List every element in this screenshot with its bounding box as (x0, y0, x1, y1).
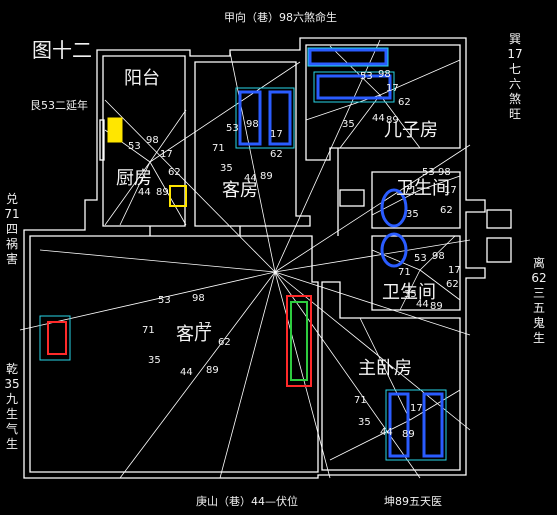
kitchen-num-89: 89 (156, 187, 169, 198)
kids-num-53: 53 (360, 71, 373, 82)
room-balcony: 阳台 (124, 68, 160, 89)
bath2-num-17: 17 (448, 265, 461, 276)
guest-num-89: 89 (260, 171, 273, 182)
bath2-num-62: 62 (446, 279, 459, 290)
living-num-71: 71 (142, 325, 155, 336)
bottom-right-label: 坤89五天医 (384, 495, 442, 508)
guest-num-17: 17 (270, 129, 283, 140)
bath-num-71: 71 (404, 185, 417, 196)
bath-num-53: 53 (422, 167, 435, 178)
figure-title: 图十二 (32, 38, 92, 62)
bath2-num-89: 89 (430, 301, 443, 312)
room-bathroom-2: 卫生间 (382, 282, 436, 303)
living-num-44: 44 (180, 367, 193, 378)
room-kitchen: 厨房 (116, 168, 152, 189)
kitchen-num-44: 44 (138, 187, 151, 198)
master-num-35: 35 (358, 417, 371, 428)
kids-num-89: 89 (386, 115, 399, 126)
room-living: 客厅 (176, 324, 212, 345)
top-direction-label: 甲向（巷）98六煞命生 (224, 11, 337, 24)
master-num-17: 17 (410, 403, 423, 414)
living-num-35: 35 (148, 355, 161, 366)
kids-num-35: 35 (342, 119, 355, 130)
bath-num-17: 17 (444, 185, 457, 196)
kitchen-num-62: 62 (168, 167, 181, 178)
room-guest: 客房 (222, 180, 258, 201)
room-bathroom: 卫生间 (396, 178, 450, 199)
guest-num-35: 35 (220, 163, 233, 174)
living-num-62: 62 (218, 337, 231, 348)
kitchen-num-53: 53 (128, 141, 141, 152)
kids-num-44: 44 (372, 113, 385, 124)
master-num-89: 89 (402, 429, 415, 440)
guest-num-62: 62 (270, 149, 283, 160)
living-num-53: 53 (158, 295, 171, 306)
bath-num-98: 98 (438, 167, 451, 178)
guest-num-71: 71 (212, 143, 225, 154)
master-num-71: 71 (354, 395, 367, 406)
fixtures (39, 47, 447, 461)
kitchen-num-17: 17 (160, 149, 173, 160)
living-num-17: 17 (198, 321, 211, 332)
living-num-98: 98 (192, 293, 205, 304)
bottom-direction-label: 庚山（巷）44—伏位 (196, 495, 298, 508)
left-upper-label: 艮53二延年 (30, 99, 88, 112)
kids-num-17: 17 (386, 83, 399, 94)
walls (23, 37, 512, 479)
guest-num-53: 53 (226, 123, 239, 134)
kids-num-62: 62 (398, 97, 411, 108)
room-master: 主卧房 (358, 358, 412, 379)
room-kids: 儿子房 (384, 120, 438, 141)
bath-num-62: 62 (440, 205, 453, 216)
bath2-num-53: 53 (414, 253, 427, 264)
bath-num-35: 35 (406, 209, 419, 220)
guest-num-98: 98 (246, 119, 259, 130)
kids-num-98: 98 (378, 69, 391, 80)
bath2-num-44: 44 (416, 299, 429, 310)
living-num-89: 89 (206, 365, 219, 376)
guest-num-44: 44 (244, 173, 257, 184)
kitchen-num-98: 98 (146, 135, 159, 146)
bath2-num-35: 35 (404, 289, 417, 300)
bath2-num-98: 98 (432, 251, 445, 262)
star-lines (19, 39, 471, 479)
bath2-num-71: 71 (398, 267, 411, 278)
master-num-44: 44 (380, 427, 393, 438)
